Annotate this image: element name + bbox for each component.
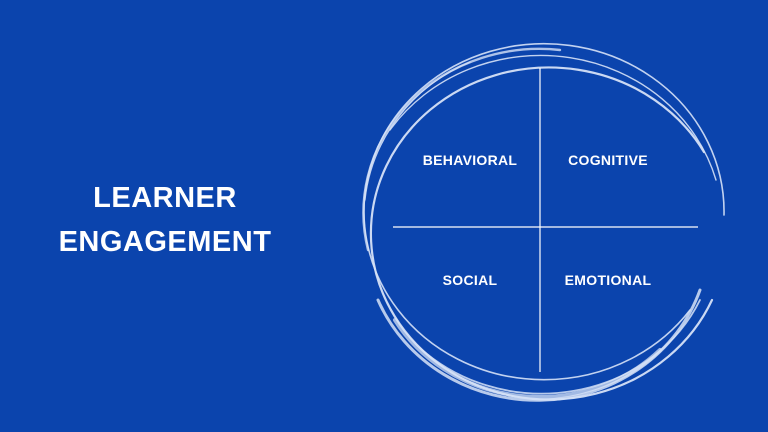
brush-ring: [362, 42, 725, 402]
ring-stroke-3: [376, 288, 702, 402]
ring-stroke-8: [364, 61, 471, 201]
title-line-2: ENGAGEMENT: [58, 226, 272, 258]
ring-stroke-6: [393, 318, 662, 399]
quadrant-label-emotional: EMOTIONAL: [564, 272, 652, 288]
quadrant-label-social: SOCIAL: [442, 272, 498, 288]
page-title: LEARNER ENGAGEMENT: [40, 176, 290, 264]
ring-stroke-5: [389, 54, 717, 181]
quadrant-label-behavioral: BEHAVIORAL: [422, 152, 518, 168]
title-line-1: LEARNER: [93, 182, 237, 214]
ring-stroke-4: [362, 47, 562, 252]
ring-stroke-1: [369, 66, 714, 401]
quadrant-label-cognitive: COGNITIVE: [568, 152, 648, 168]
ring-stroke-7: [419, 299, 701, 395]
